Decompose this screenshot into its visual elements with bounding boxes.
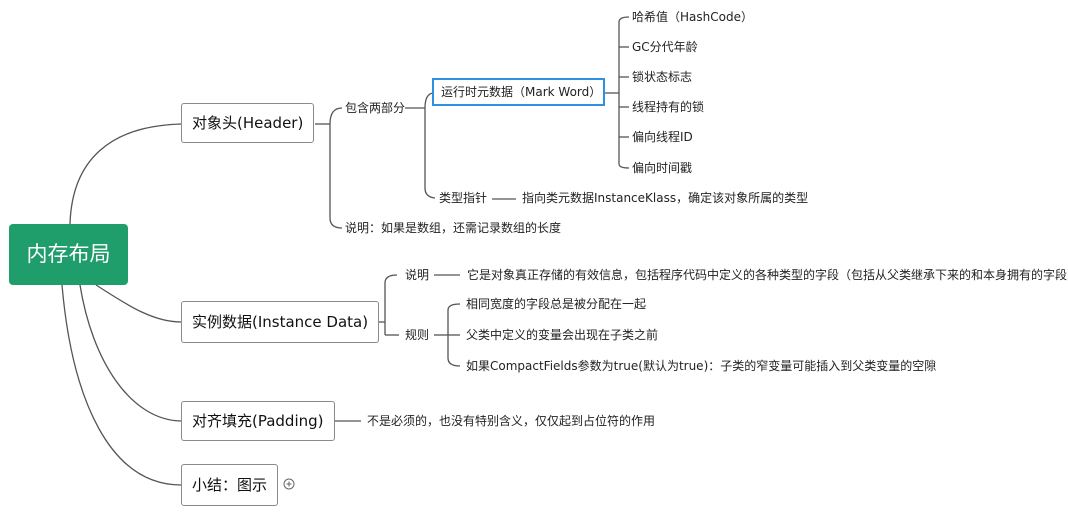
instance-rule-2[interactable]: 父类中定义的变量会出现在子类之前 [466,328,659,342]
branch-line-instance [95,284,182,323]
instance-data-node[interactable]: 实例数据(Instance Data) [181,301,380,343]
instance-explain-text[interactable]: 它是对象真正存储的有效信息，包括程序代码中定义的各种类型的字段（包括从父类继承下… [467,268,1068,282]
instance-rules-label[interactable]: 规则 [405,328,430,342]
mark-word-item-hashcode[interactable]: 哈希值（HashCode） [632,10,753,24]
type-pointer-label[interactable]: 类型指针 [439,191,488,205]
instance-explain-label[interactable]: 说明 [405,268,430,282]
mark-word-item-biased-thread[interactable]: 偏向线程ID [632,130,693,144]
mark-word-node[interactable]: 运行时元数据（Mark Word） [432,78,605,106]
summary-node[interactable]: 小结：图示 [181,464,279,506]
header-array-note[interactable]: 说明：如果是数组，还需记录数组的长度 [345,221,562,235]
root-node[interactable]: 内存布局 [9,224,128,285]
plus-circle-icon[interactable] [283,478,295,490]
branch-line-padding [79,284,182,422]
header-contains-label[interactable]: 包含两部分 [345,101,406,115]
padding-node[interactable]: 对齐填充(Padding) [181,401,335,441]
header-node[interactable]: 对象头(Header) [181,103,315,143]
type-pointer-desc[interactable]: 指向类元数据InstanceKlass，确定该对象所属的类型 [522,191,809,205]
mark-word-item-held-lock[interactable]: 线程持有的锁 [632,100,705,114]
instance-rule-1[interactable]: 相同宽度的字段总是被分配在一起 [466,297,647,311]
mark-word-item-gc-age[interactable]: GC分代年龄 [632,40,698,54]
branch-line-header [69,123,182,225]
mark-word-item-lock-flag[interactable]: 锁状态标志 [632,70,693,84]
padding-desc[interactable]: 不是必须的，也没有特别含义，仅仅起到占位符的作用 [367,414,656,428]
instance-rule-3[interactable]: 如果CompactFields参数为true(默认为true)：子类的窄变量可能… [466,359,937,373]
mark-word-item-biased-timestamp[interactable]: 偏向时间戳 [632,161,693,175]
branch-line-summary [61,284,182,486]
